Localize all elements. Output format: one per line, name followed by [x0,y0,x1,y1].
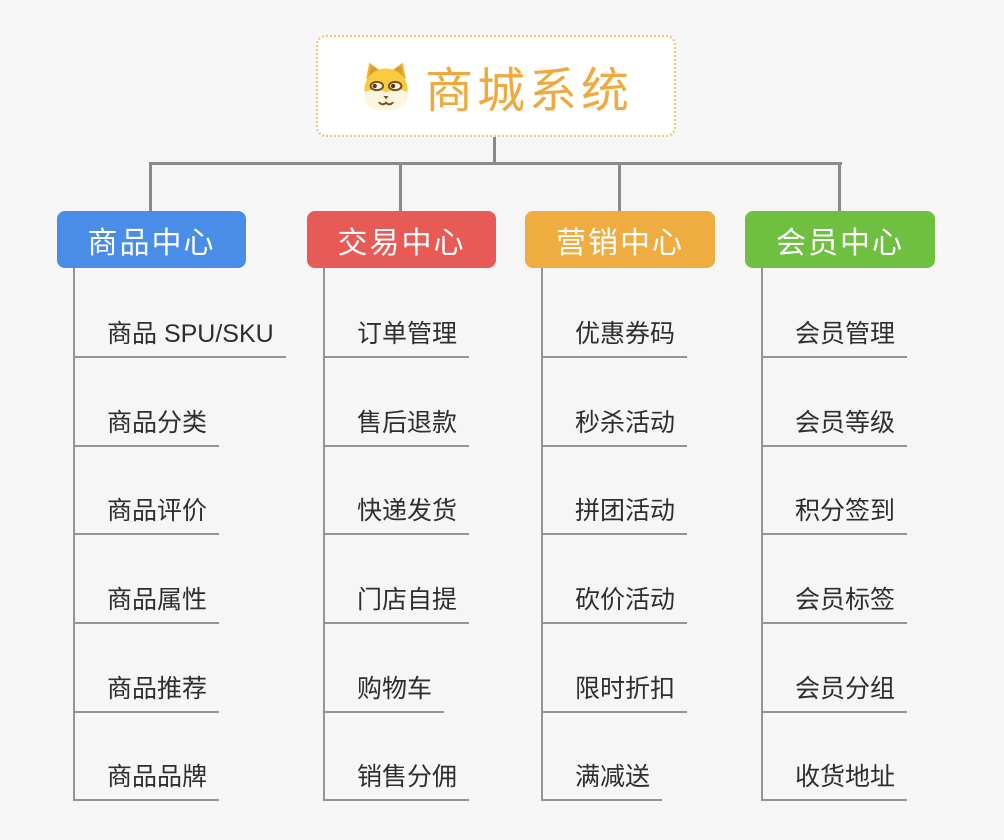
connector-drop-products [149,162,152,211]
leaf-item[interactable]: 会员分组 [761,675,908,713]
branch-marketing: 营销中心 优惠券码 秒杀活动 拼团活动 砍价活动 限时折扣 满减送 [525,211,785,811]
branch-box-products[interactable]: 商品中心 [57,211,246,268]
branch-trade: 交易中心 订单管理 售后退款 快递发货 门店自提 购物车 销售分佣 [307,211,567,811]
leaf-item[interactable]: 订单管理 [323,320,470,358]
leaf-item[interactable]: 商品分类 [73,409,220,447]
dog-face-icon [364,62,408,111]
branch-box-marketing[interactable]: 营销中心 [525,211,715,268]
leaf-item[interactable]: 商品 SPU/SKU [73,320,286,358]
leaf-item[interactable]: 商品品牌 [73,763,220,801]
leaf-item[interactable]: 售后退款 [323,409,470,447]
branch-members: 会员中心 会员管理 会员等级 积分签到 会员标签 会员分组 收货地址 [745,211,1004,811]
root-node[interactable]: 商城系统 [316,35,676,137]
branch-box-trade[interactable]: 交易中心 [307,211,496,268]
connector-drop-members [838,162,841,211]
connector-horizontal-bar [149,162,842,165]
leaf-item[interactable]: 秒杀活动 [541,409,688,447]
leaf-item[interactable]: 收货地址 [761,763,908,801]
leaf-item[interactable]: 商品评价 [73,497,220,535]
leaf-item[interactable]: 优惠券码 [541,320,688,358]
branch-box-members[interactable]: 会员中心 [745,211,935,268]
leaf-item[interactable]: 快递发货 [323,497,470,535]
leaf-item[interactable]: 满减送 [541,763,663,801]
leaf-item[interactable]: 门店自提 [323,586,470,624]
leaf-item[interactable]: 购物车 [323,675,445,713]
leaf-item[interactable]: 拼团活动 [541,497,688,535]
connector-drop-trade [399,162,402,211]
leaf-item[interactable]: 商品推荐 [73,675,220,713]
leaf-item[interactable]: 积分签到 [761,497,908,535]
leaf-item[interactable]: 销售分佣 [323,763,470,801]
leaf-item[interactable]: 会员等级 [761,409,908,447]
connector-drop-marketing [618,162,621,211]
connector-root-stem [493,137,496,163]
branch-products: 商品中心 商品 SPU/SKU 商品分类 商品评价 商品属性 商品推荐 商品品牌 [57,211,317,811]
leaf-item[interactable]: 砍价活动 [541,586,688,624]
leaf-item[interactable]: 会员管理 [761,320,908,358]
root-title: 商城系统 [424,65,633,118]
leaf-item[interactable]: 限时折扣 [541,675,688,713]
leaf-item[interactable]: 商品属性 [73,586,220,624]
leaf-item[interactable]: 会员标签 [761,586,908,624]
